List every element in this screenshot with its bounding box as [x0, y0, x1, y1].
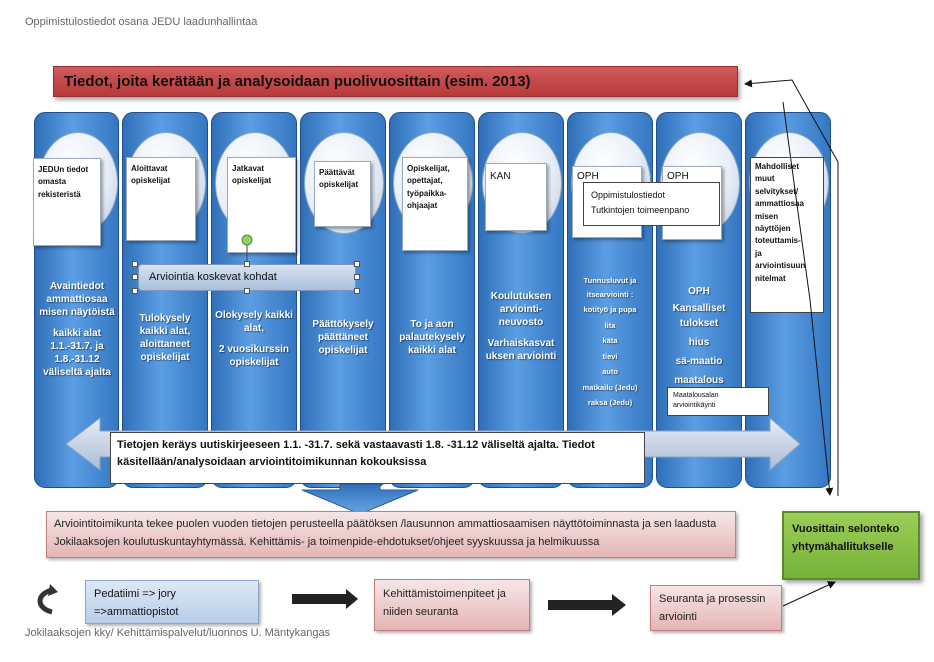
selection-handle[interactable] — [354, 288, 360, 294]
selection-handle[interactable] — [132, 274, 138, 280]
down-arrow — [301, 483, 419, 515]
feedback-arrow-green — [782, 101, 834, 496]
column-text-8: OPH Kansalliset tulokset hius sä-maatio … — [672, 286, 726, 386]
selection-handle[interactable] — [244, 288, 250, 294]
title-banner: Tiedot, joita kerätään ja analysoidaan p… — [53, 66, 738, 97]
block-arrow-2 — [548, 594, 626, 616]
card-opiskelijat: Opiskelijat,opettajat,työpaikka-ohjaajat — [402, 157, 468, 251]
column-text-4: Päättökysely päättäneet opiskelijat — [312, 319, 374, 356]
page-header: Oppimistulostiedot osana JEDU laadunhall… — [25, 16, 258, 28]
column-text-7: Tunnusluvut ja itsearviointi :kotityö ja… — [582, 276, 638, 407]
block-arrow-1 — [292, 589, 358, 609]
column-text-3: Olokysely kaikki alat,2 vuosikurssin opi… — [215, 310, 293, 368]
page-footer: Jokilaaksojen kky/ Kehittämispalvelut/lu… — [25, 627, 331, 639]
card-kan: KAN — [485, 163, 547, 231]
column-text-5: To ja aon palautekysely kaikki alat — [399, 319, 465, 356]
annual-report-box: Vuosittain selonteko yhtymähallitukselle — [782, 511, 920, 580]
committee-box: Arviointitoimikunta tekee puolen vuoden … — [46, 511, 736, 558]
pedatiimi-box: Pedatiimi => jory =>ammattiopistot — [85, 580, 259, 624]
arrow-to-green-box — [782, 581, 836, 607]
return-arrow-head — [48, 584, 58, 596]
column-text-2: Tulokysely kaikki alat, aloittaneet opis… — [139, 313, 191, 363]
data-collection-info: Tietojen keräys uutiskirjeeseen 1.1. -31… — [110, 432, 645, 484]
seuranta-box: Seuranta ja prosessin arviointi — [650, 585, 782, 631]
return-arrow-icon — [37, 587, 53, 615]
feedback-arrow-banner — [744, 79, 839, 496]
rotation-handle[interactable] — [241, 234, 253, 246]
selection-handle[interactable] — [132, 261, 138, 267]
selection-handle[interactable] — [354, 261, 360, 267]
note-box-selvitykset: Mahdolliset muut selvitykset/ammattiosaa… — [750, 157, 824, 313]
selection-handle[interactable] — [132, 288, 138, 294]
kehittamis-box: Kehittämistoimenpiteet ja niiden seurant… — [374, 579, 530, 631]
selection-handle[interactable] — [354, 274, 360, 280]
